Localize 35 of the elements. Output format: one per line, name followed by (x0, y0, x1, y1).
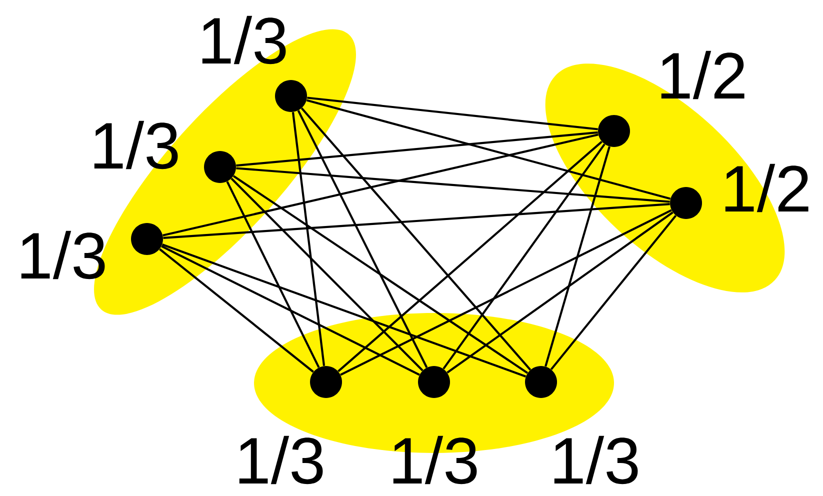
vertex-dot (131, 223, 163, 255)
edge-line (338, 140, 602, 372)
fraction-label: 1/3 (239, 436, 323, 484)
fraction-label: 1/3 (21, 230, 105, 280)
edge-line (162, 134, 598, 236)
vertex-dot (525, 366, 557, 398)
fraction-label: 1/2 (661, 50, 744, 100)
edge-line (226, 181, 320, 368)
edge-line (292, 112, 326, 366)
fraction-label: 1/3 (202, 16, 286, 64)
edge-line (340, 209, 672, 376)
edge-line (232, 175, 528, 374)
fraction-label: 1/3 (94, 120, 178, 170)
edge-line (550, 214, 677, 370)
fraction-label: 1/3 (554, 436, 638, 484)
edge-line (300, 108, 532, 370)
vertex-dot (598, 115, 630, 147)
edge-line (236, 167, 670, 203)
edge-line (162, 244, 526, 378)
edge-line (236, 131, 598, 167)
edge-line (306, 99, 671, 200)
vertex-dot (418, 366, 450, 398)
edge-line (159, 248, 314, 373)
edge-line (230, 178, 424, 372)
vertex-dot (670, 187, 702, 219)
edge-line (544, 146, 610, 367)
edge-line (163, 203, 670, 239)
vertex-dot (275, 80, 307, 112)
vertex-dot (204, 151, 236, 183)
edge-line (161, 245, 420, 376)
edge-line (297, 110, 428, 368)
edge-line (307, 96, 598, 130)
edge-line (442, 144, 606, 370)
vertex-dot (310, 366, 342, 398)
edge-line (446, 212, 674, 374)
